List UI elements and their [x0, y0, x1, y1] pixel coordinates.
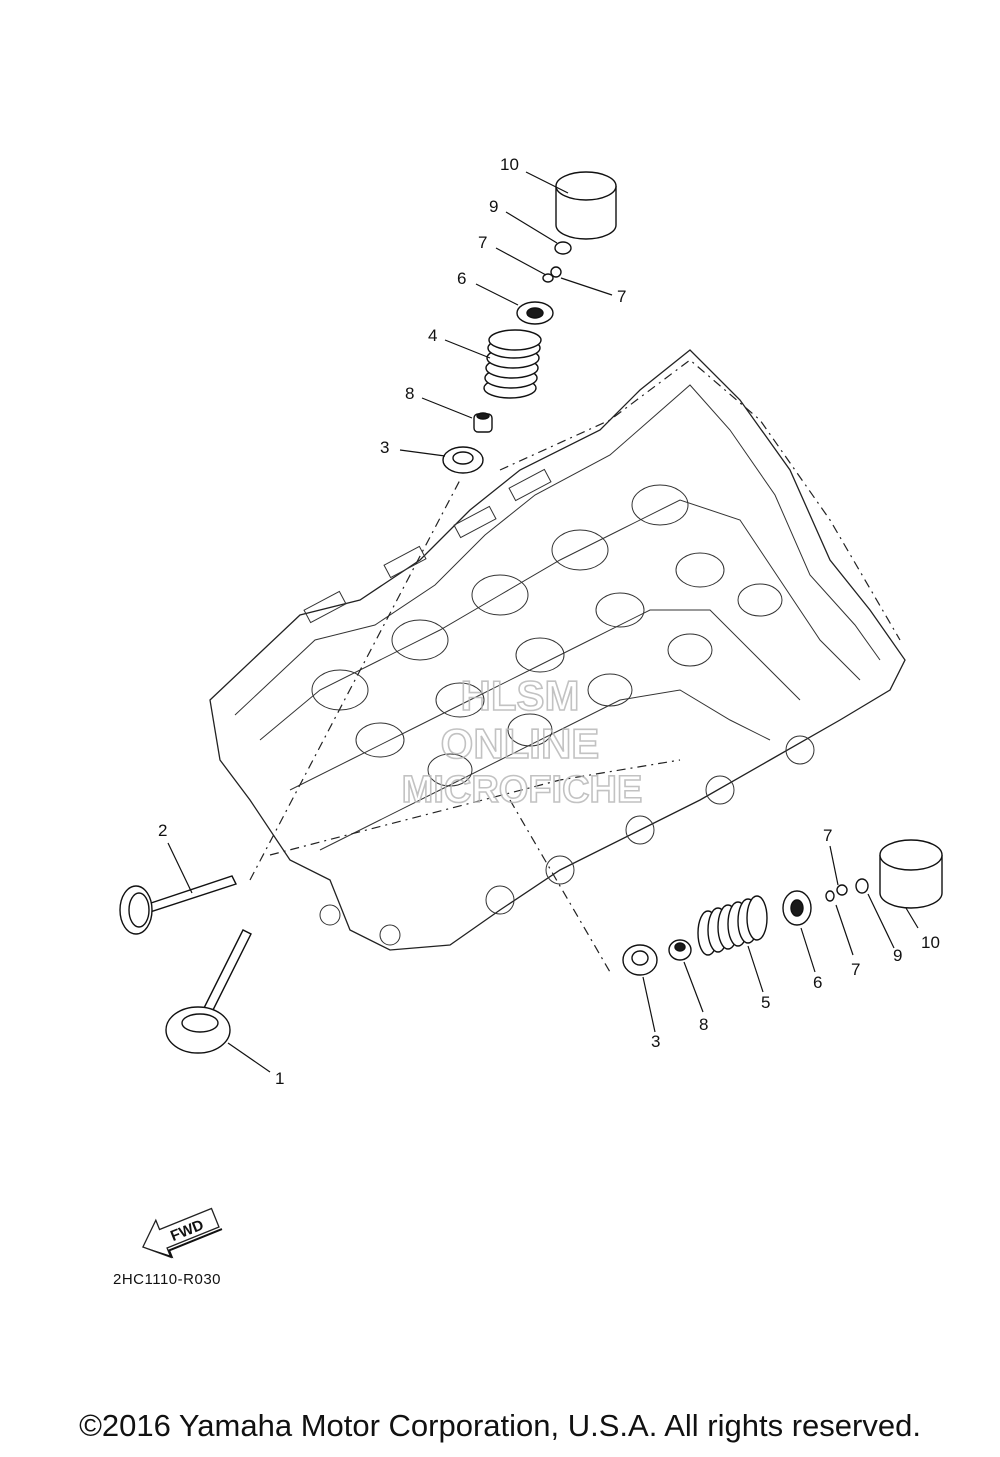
callout-right-7b: 7 — [851, 960, 860, 979]
callout-top-7a: 7 — [478, 233, 487, 252]
valve-retainer-right — [782, 890, 812, 926]
valves — [119, 875, 252, 1054]
callout-right-5: 5 — [761, 993, 770, 1012]
valve-lifter-right — [879, 839, 943, 909]
valve-cotter-right-b — [836, 884, 848, 896]
callout-numbers: 10 9 7 7 6 4 8 3 2 1 7 10 7 9 6 5 8 3 — [158, 155, 940, 1088]
valve-shim-right — [855, 878, 869, 894]
valve-spring-top — [483, 329, 542, 399]
valve-stem-seal-top — [473, 412, 493, 433]
watermark-line-2: ONLINE — [441, 720, 600, 767]
intake-valve — [165, 929, 252, 1054]
callout-right-6: 6 — [813, 973, 822, 992]
top-valve-train — [442, 171, 617, 474]
callout-top-3: 3 — [380, 438, 389, 457]
diagram-part-code: 2HC1110-R030 — [113, 1271, 221, 1288]
valve-retainer-top — [516, 301, 554, 325]
watermark-line-1: HLSM — [461, 672, 580, 719]
cylinder-head-drawing — [209, 349, 906, 973]
callout-top-9: 9 — [489, 197, 498, 216]
callout-top-6: 6 — [457, 269, 466, 288]
valve-lifter-top — [555, 171, 617, 240]
callout-right-10: 10 — [921, 933, 940, 952]
valve-stem-seal-right — [668, 939, 692, 961]
callout-top-10: 10 — [500, 155, 519, 174]
callout-right-8: 8 — [699, 1015, 708, 1034]
callout-top-4: 4 — [428, 326, 437, 345]
valve-shim-top — [554, 241, 572, 255]
watermark: HLSM ONLINE MICROFICHE — [401, 671, 643, 812]
leader-lines — [167, 171, 919, 1073]
callout-right-3: 3 — [651, 1032, 660, 1051]
valve-cotter-top-b — [550, 266, 562, 278]
exhaust-valve — [119, 875, 237, 935]
spring-seat-top — [442, 446, 484, 474]
copyright-notice: ©2016 Yamaha Motor Corporation, U.S.A. A… — [79, 1408, 921, 1443]
valve-cotter-right-a — [825, 890, 835, 902]
callout-left-2: 2 — [158, 821, 167, 840]
right-valve-train — [622, 839, 943, 976]
watermark-line-3: MICROFICHE — [402, 769, 643, 811]
callout-right-7a: 7 — [823, 826, 832, 845]
spring-seat-right — [622, 944, 658, 976]
callout-top-8: 8 — [405, 384, 414, 403]
forward-direction-arrow: FWD — [142, 1207, 223, 1259]
fwd-label: FWD — [168, 1216, 206, 1245]
callout-top-7b: 7 — [617, 287, 626, 306]
valve-spring-right — [697, 895, 768, 956]
callout-right-9: 9 — [893, 946, 902, 965]
valve-cotter-top-a — [542, 273, 554, 283]
callout-left-1: 1 — [275, 1069, 284, 1088]
